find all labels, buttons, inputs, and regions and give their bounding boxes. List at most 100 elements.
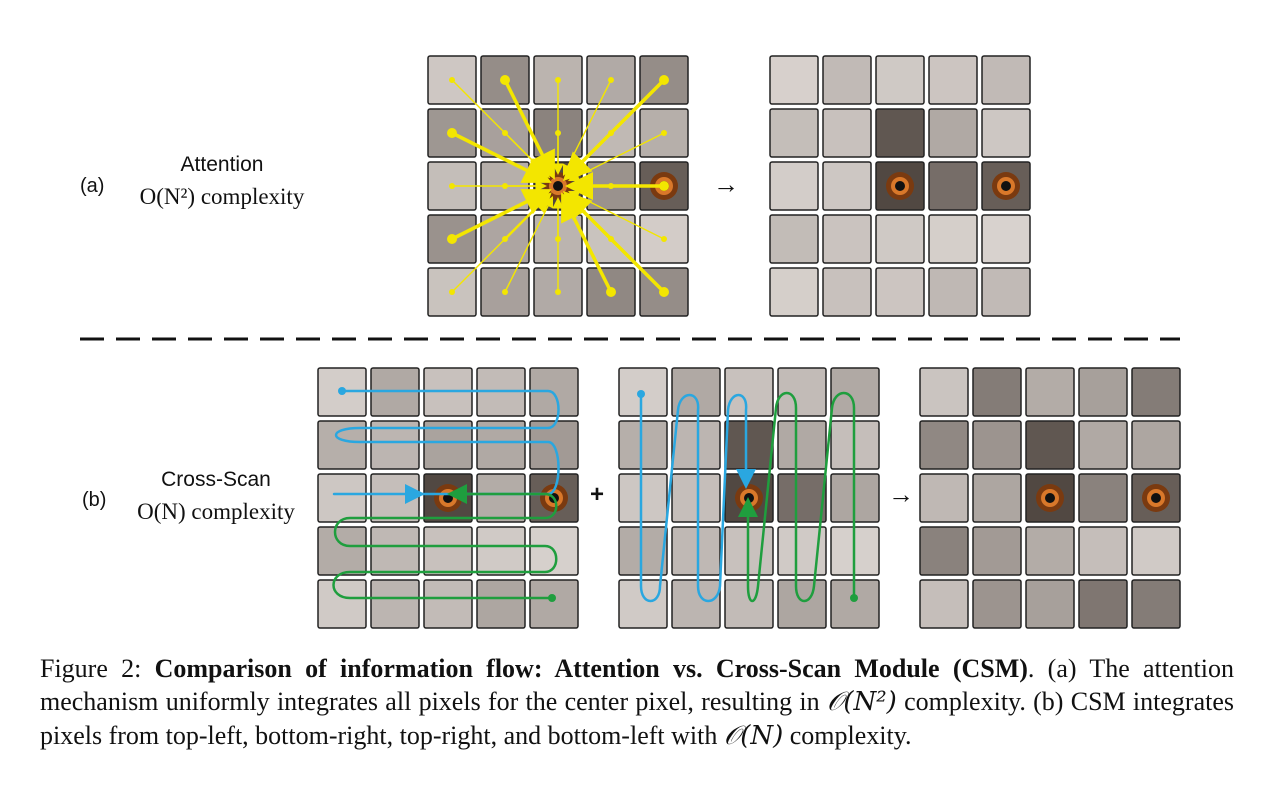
image-patch xyxy=(618,473,668,523)
attention-output-grid xyxy=(769,55,1031,317)
image-patch xyxy=(928,55,978,105)
column-scan-green-path xyxy=(738,391,856,603)
caption-prefix: Figure 2: xyxy=(40,654,155,683)
panel-b-label: (b) xyxy=(82,489,106,511)
panel-a-label: (a) xyxy=(80,175,104,197)
image-patch xyxy=(822,267,872,317)
image-patch xyxy=(1025,526,1075,576)
attention-source-dot xyxy=(449,289,455,295)
image-patch xyxy=(972,473,1022,523)
image-patch xyxy=(928,161,978,211)
row-scan-paths xyxy=(332,387,560,602)
attention-source-dot xyxy=(555,77,561,83)
image-patch xyxy=(769,108,819,158)
image-patch xyxy=(919,526,969,576)
panel-a-title: Attention xyxy=(181,153,264,176)
attention-source-dot xyxy=(608,130,614,136)
column-scan-blue-start xyxy=(637,390,645,398)
row-scan-blue-path xyxy=(332,389,560,504)
attention-source-dot xyxy=(447,234,457,244)
image-patch xyxy=(671,367,721,417)
attention-source-dot xyxy=(447,128,457,138)
image-patch xyxy=(875,214,925,264)
plus-sign: + xyxy=(590,481,604,508)
image-patch xyxy=(1131,367,1181,417)
attention-source-dot xyxy=(449,183,455,189)
attention-arrow xyxy=(562,190,666,294)
image-patch xyxy=(476,579,526,629)
image-patch xyxy=(972,526,1022,576)
image-patch xyxy=(777,579,827,629)
image-patch xyxy=(370,579,420,629)
image-patch xyxy=(981,108,1031,158)
image-patch xyxy=(928,214,978,264)
image-patch xyxy=(1078,367,1128,417)
image-patch xyxy=(822,161,872,211)
panel-a-complexity: O(N²) complexity xyxy=(140,184,305,209)
image-patch xyxy=(972,579,1022,629)
attention-source-dot xyxy=(502,130,508,136)
image-patch xyxy=(317,526,367,576)
image-patch xyxy=(423,579,473,629)
image-patch xyxy=(1078,420,1128,470)
image-patch xyxy=(777,420,827,470)
image-patch xyxy=(618,579,668,629)
image-patch xyxy=(1078,473,1128,523)
attention-arrow xyxy=(451,189,552,241)
image-patch xyxy=(928,267,978,317)
attention-source-dot xyxy=(661,236,667,242)
image-patch xyxy=(1025,420,1075,470)
image-patch xyxy=(919,420,969,470)
attention-arrow xyxy=(504,196,553,293)
image-patch xyxy=(972,420,1022,470)
attention-source-dot xyxy=(659,287,669,297)
figure-caption: Figure 2: Comparison of information flow… xyxy=(40,652,1234,753)
image-patch xyxy=(972,367,1022,417)
image-patch xyxy=(671,473,721,523)
attention-arrow xyxy=(451,193,551,293)
row-scan-blue-start xyxy=(338,387,346,395)
image-patch xyxy=(317,420,367,470)
image-patch xyxy=(928,108,978,158)
image-patch xyxy=(1025,579,1075,629)
caption-math-2: 𝒪(N) xyxy=(723,721,784,751)
caption-bold-title: Comparison of information flow: Attentio… xyxy=(154,654,1028,683)
image-patch xyxy=(370,420,420,470)
image-patch xyxy=(423,526,473,576)
attention-source-dot xyxy=(608,77,614,83)
image-patch xyxy=(1025,367,1075,417)
figure-canvas: (a) Attention O(N²) complexity → (b) Cro… xyxy=(80,55,1181,629)
image-patch xyxy=(769,55,819,105)
image-patch xyxy=(981,214,1031,264)
image-patch xyxy=(618,526,668,576)
image-patch xyxy=(919,473,969,523)
image-patch xyxy=(724,420,774,470)
image-patch xyxy=(769,214,819,264)
image-patch xyxy=(822,214,872,264)
image-patch xyxy=(671,579,721,629)
attention-arrow xyxy=(565,132,612,179)
image-patch xyxy=(724,367,774,417)
image-patch xyxy=(317,473,367,523)
image-patch xyxy=(981,267,1031,317)
image-patch xyxy=(981,55,1031,105)
image-patch xyxy=(671,420,721,470)
attention-arrow xyxy=(568,132,665,181)
row-scan-grid xyxy=(317,367,579,629)
attention-source-dot xyxy=(606,287,616,297)
image-patch xyxy=(919,367,969,417)
attention-source-dot xyxy=(449,77,455,83)
image-patch xyxy=(777,473,827,523)
panel-b-arrow: → xyxy=(888,479,914,509)
attention-source-dot xyxy=(659,75,669,85)
image-patch xyxy=(769,267,819,317)
image-patch xyxy=(1131,420,1181,470)
image-patch xyxy=(1078,579,1128,629)
caption-part-3: complexity. xyxy=(783,721,912,750)
eye-detail xyxy=(895,181,905,191)
image-patch xyxy=(476,420,526,470)
image-patch xyxy=(476,473,526,523)
attention-arrows xyxy=(447,75,669,297)
image-patch xyxy=(671,526,721,576)
image-patch xyxy=(875,55,925,105)
